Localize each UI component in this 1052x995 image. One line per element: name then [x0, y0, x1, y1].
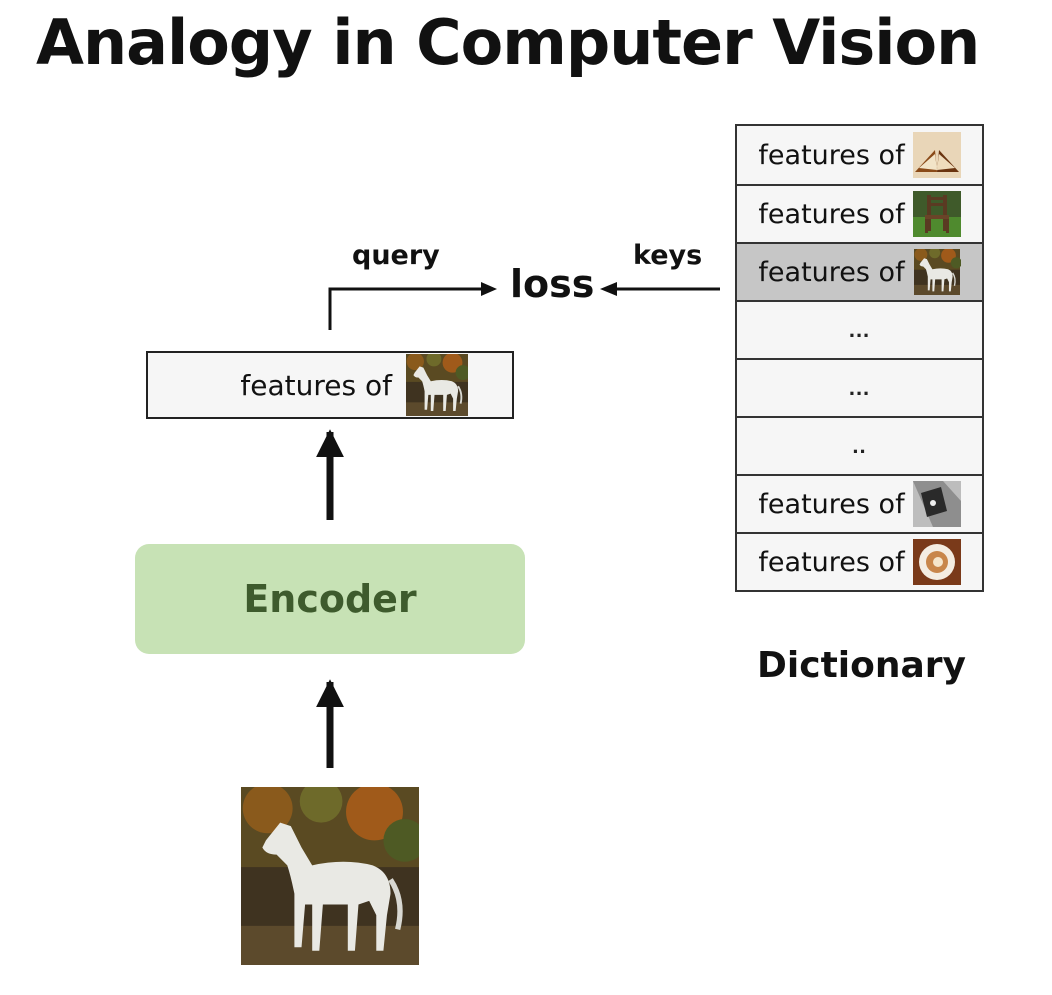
ellipsis-text: .. — [852, 433, 867, 458]
ellipsis-text: ... — [848, 317, 871, 342]
dictionary-row-text: features of — [758, 546, 905, 578]
dictionary-row-text: features of — [758, 139, 905, 171]
dictionary-row-ellipsis: .. — [737, 416, 982, 474]
encoder-label: Encoder — [243, 577, 417, 621]
encoder-block: Encoder — [135, 544, 525, 654]
keys-label: keys — [633, 240, 703, 271]
slide-title: Analogy in Computer Vision — [36, 6, 980, 79]
dictionary-table: features of features of features of ... — [735, 124, 984, 592]
dictionary-row-highlighted: features of — [737, 242, 982, 300]
dictionary-row: features of — [737, 126, 982, 184]
dictionary-label: Dictionary — [757, 645, 966, 686]
query-label: query — [352, 240, 440, 271]
dictionary-row-text: features of — [758, 256, 905, 288]
dictionary-row-text: features of — [758, 198, 905, 230]
bw-photo-thumbnail — [912, 481, 961, 527]
horse-photo — [241, 787, 419, 965]
dictionary-row-text: features of — [758, 488, 905, 520]
horse-thumbnail — [913, 249, 961, 295]
keys-arrow-head — [600, 282, 617, 296]
query-feature-box: features of — [146, 351, 514, 419]
coffee-cup-thumbnail — [912, 539, 961, 585]
dictionary-row-ellipsis: ... — [737, 358, 982, 416]
dictionary-row-ellipsis: ... — [737, 300, 982, 358]
dictionary-row: features of — [737, 532, 982, 590]
chair-thumbnail — [912, 191, 961, 237]
query-feature-text: features of — [240, 368, 392, 402]
query-arrow — [328, 287, 490, 330]
query-arrow-head — [481, 282, 497, 296]
loss-label: loss — [510, 262, 595, 306]
book-thumbnail — [912, 132, 961, 178]
ellipsis-text: ... — [848, 375, 871, 400]
horse-thumbnail — [406, 354, 468, 416]
dictionary-row: features of — [737, 184, 982, 242]
dictionary-row: features of — [737, 474, 982, 532]
